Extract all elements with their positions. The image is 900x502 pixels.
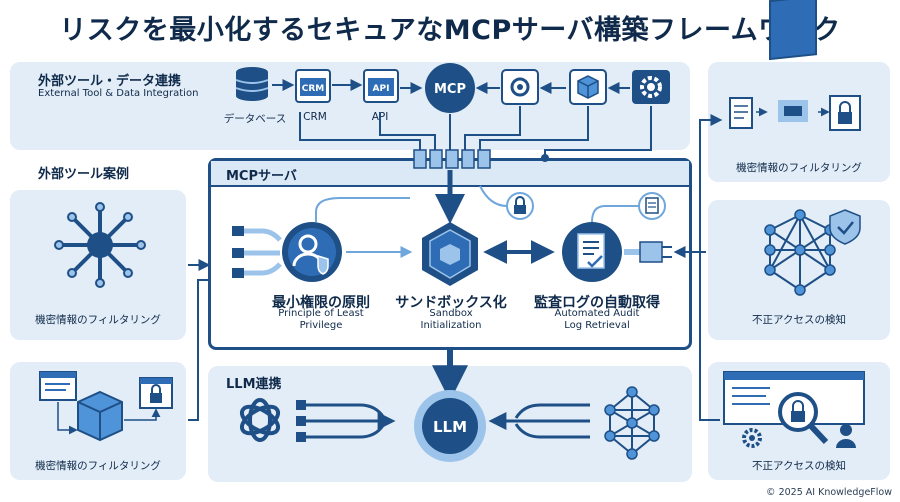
footer-copyright: © 2025 AI KnowledgeFlow xyxy=(766,487,892,498)
right-card-top-label: 機密情報のフィルタリング xyxy=(736,162,862,174)
llm-output-connectors xyxy=(488,403,590,439)
audit-title: 監査ログの自動取得 xyxy=(534,295,660,311)
llm-input-connectors xyxy=(296,400,396,442)
gear-network-icon xyxy=(501,69,539,105)
external-title-jp: 外部ツール・データ連携 xyxy=(38,74,182,89)
network-hub-icon xyxy=(54,202,146,288)
openai-knot-icon xyxy=(239,398,281,442)
lock-window-icon xyxy=(139,377,173,409)
shield-check-icon xyxy=(829,209,861,245)
least-privilege-en-2: Privilege xyxy=(299,320,343,331)
audit-en-2: Log Retrieval xyxy=(564,320,630,331)
settings-gear-icon xyxy=(742,428,762,448)
llm-core-icon: LLM xyxy=(414,390,486,462)
external-title-en: External Tool & Data Integration xyxy=(38,88,199,99)
magnifier-lock-icon xyxy=(778,392,829,445)
db-label: データベース xyxy=(223,113,287,125)
sandbox-title: サンドボックス化 xyxy=(395,295,507,311)
mcp-hub-icon: MCP xyxy=(425,63,475,113)
sandbox-cube-icon xyxy=(422,222,478,286)
audit-en-1: Automated Audit xyxy=(554,308,640,319)
connector-plug-icon xyxy=(624,241,672,263)
left-card-bottom-label: 機密情報のフィルタリング xyxy=(35,460,161,472)
gear-icon xyxy=(632,70,670,104)
mcp-server-title: MCPサーバ xyxy=(226,169,297,184)
sandbox-en-1: Sandbox xyxy=(429,308,473,319)
page-title: リスクを最小化するセキュアなMCPサーバ構築フレームワーク xyxy=(59,15,841,46)
filter-window-icon xyxy=(769,0,817,122)
document-window-icon xyxy=(39,371,77,401)
api-icon-text: API xyxy=(373,84,390,94)
port-plugs xyxy=(232,226,282,278)
lock-icon xyxy=(506,192,534,220)
right-card-bottom-label: 不正アクセスの検知 xyxy=(752,460,846,472)
document-icon xyxy=(729,97,753,129)
least-privilege-en-1: Principle of Least xyxy=(278,308,364,319)
user-shield-icon xyxy=(282,222,342,282)
data-cube-icon xyxy=(77,390,123,442)
left-card-top-label: 機密情報のフィルタリング xyxy=(35,314,161,326)
api-icon: API xyxy=(363,69,399,103)
crm-icon: CRM xyxy=(295,69,331,103)
audit-document-icon xyxy=(562,222,622,282)
examples-title: 外部ツール案例 xyxy=(38,167,130,182)
cube-icon xyxy=(569,69,607,105)
llm-section-title: LLM連携 xyxy=(226,377,282,392)
llm-core-label: LLM xyxy=(433,418,467,436)
least-privilege-title: 最小権限の原則 xyxy=(272,295,370,311)
neural-network-icon xyxy=(604,386,660,460)
sandbox-en-2: Initialization xyxy=(420,320,482,331)
right-card-middle-label: 不正アクセスの検知 xyxy=(752,314,846,326)
user-icon xyxy=(836,424,856,448)
database-icon xyxy=(235,67,269,101)
padlock-window-icon xyxy=(829,95,861,131)
mesh-network-icon xyxy=(764,209,836,296)
mcp-hub-label: MCP xyxy=(434,82,466,97)
log-file-icon xyxy=(638,192,666,220)
crm-icon-text: CRM xyxy=(302,84,325,94)
crm-label: CRM xyxy=(303,111,327,123)
